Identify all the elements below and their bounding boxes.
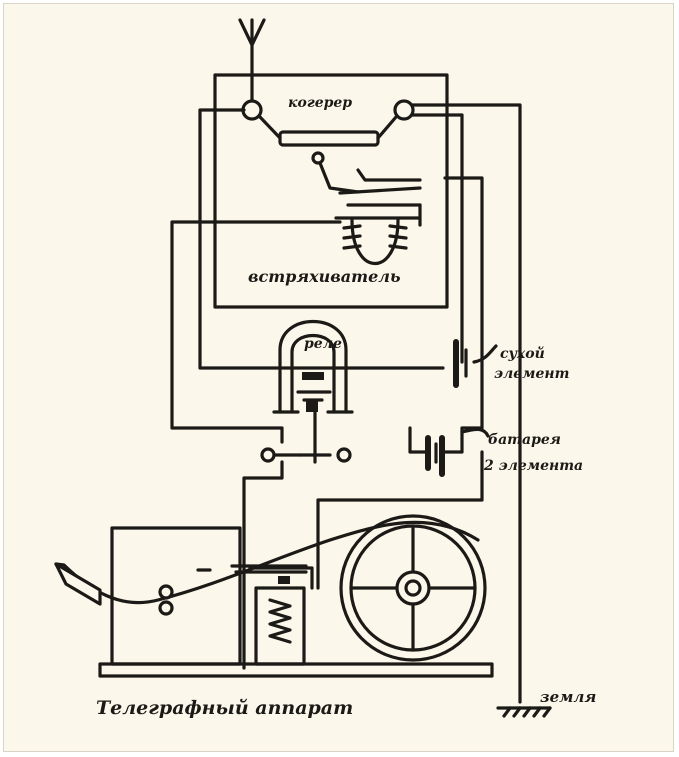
decoherer: [311, 151, 422, 265]
diagram-frame: [3, 3, 674, 752]
relay: [272, 319, 354, 414]
battery-label-line2: 2 элемента: [483, 458, 583, 474]
telegraph-apparatus: [54, 514, 494, 678]
ground-label: земля: [540, 688, 596, 706]
relay-label: реле: [304, 336, 342, 352]
coherer: [241, 99, 415, 147]
battery: [425, 427, 490, 477]
coherer-label: когерер: [288, 95, 352, 111]
ground-icon: [496, 706, 552, 718]
decoherer-label: встряхиватель: [248, 267, 401, 286]
coherer-box: [213, 73, 449, 309]
battery-label-line1: батарея: [488, 432, 561, 448]
telegraph-label: Телеграфный аппарат: [96, 697, 353, 719]
dry-cell: [453, 339, 498, 388]
dry-cell-label-line2: элемент: [494, 366, 569, 382]
antenna-icon: [238, 18, 266, 102]
dry-cell-label-line1: сухой: [500, 345, 545, 362]
relay-contacts: [260, 447, 352, 463]
